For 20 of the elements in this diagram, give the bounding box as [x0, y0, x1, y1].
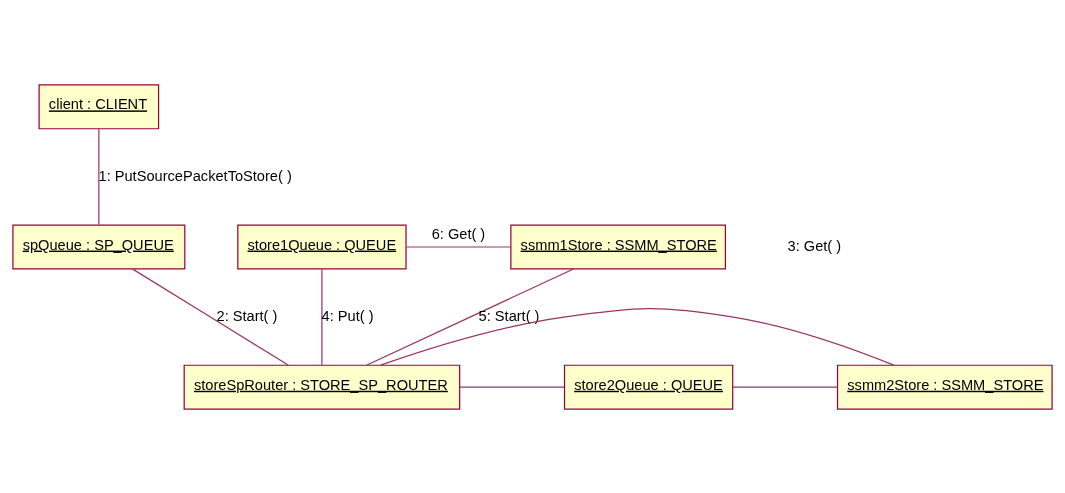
connector: [459, 386, 565, 388]
node-box: spQueue : SP_QUEUE: [12, 223, 186, 270]
edge-label: 2: Start( ): [216, 307, 278, 324]
node-box: ssmm2Store : SSMM_STORE: [836, 364, 1053, 410]
connector: [321, 268, 323, 365]
connector: [366, 267, 575, 366]
label: 3: Get( ): [787, 237, 842, 254]
node-box: ssmm1Store : SSMM_STORE: [510, 223, 726, 270]
connector: [132, 268, 289, 366]
node-box: store1Queue : QUEUE: [237, 223, 407, 270]
node-box: client : CLIENT: [38, 83, 160, 129]
connector: [732, 386, 838, 388]
connector: [379, 307, 895, 366]
edge-label: 1: PutSourcePacketToStore( ): [98, 167, 292, 184]
edge-label: 5: Start( ): [478, 307, 540, 324]
connector: [405, 245, 512, 248]
node-box: store2Queue : QUEUE: [563, 364, 734, 410]
edge-label: 6: Get( ): [431, 225, 486, 242]
connector: [98, 127, 100, 225]
node-box: storeSpRouter : STORE_SP_ROUTER: [183, 364, 461, 410]
